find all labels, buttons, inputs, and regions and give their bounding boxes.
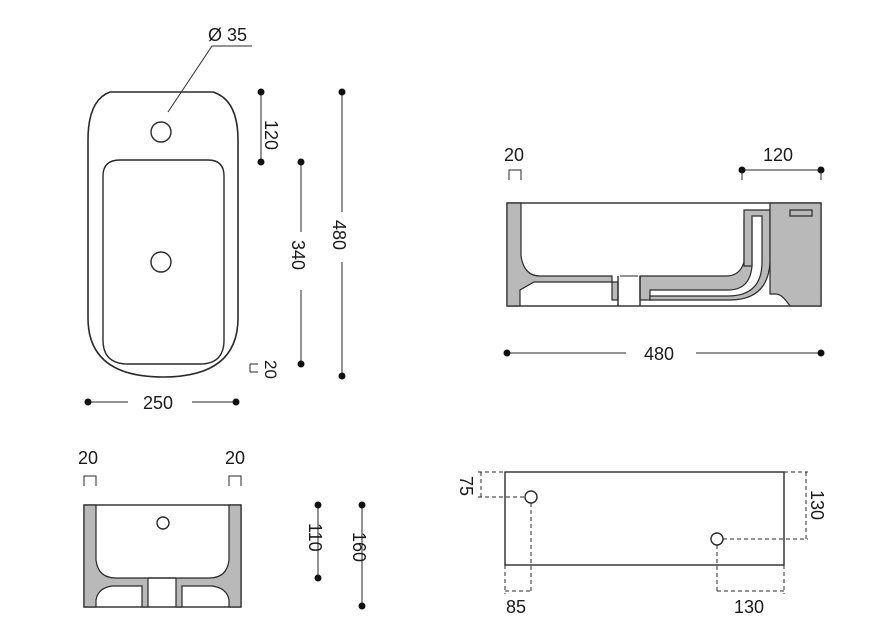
label-130-horizontal: 130 xyxy=(734,597,764,617)
rear-dash-85 xyxy=(504,503,532,594)
label-160: 160 xyxy=(349,532,369,562)
rear-dash-130-h xyxy=(716,545,785,594)
label-480-vertical: 480 xyxy=(329,220,349,250)
front-right-wall xyxy=(175,504,242,608)
front-tap-hole xyxy=(156,516,170,530)
tap-hole xyxy=(150,121,172,143)
basin-outline xyxy=(87,91,239,378)
rear-hole-left xyxy=(524,490,538,504)
dim-dot xyxy=(338,88,346,96)
label-diameter-35: Ø 35 xyxy=(208,25,247,45)
label-130-vertical: 130 xyxy=(807,490,827,520)
dim-dot xyxy=(503,349,511,357)
rear-dash-75 xyxy=(478,471,525,498)
label-250: 250 xyxy=(143,393,173,413)
side-wall-bracket xyxy=(508,169,522,180)
label-110: 110 xyxy=(305,523,325,552)
dim-dot xyxy=(817,349,825,357)
dim-dot xyxy=(232,398,240,406)
rear-view: 75 130 85 130 xyxy=(456,471,827,617)
dim-dot xyxy=(358,501,366,509)
side-floor xyxy=(639,219,753,301)
front-left-wall xyxy=(83,504,149,608)
label-120-top: 120 xyxy=(261,120,281,150)
side-right-block xyxy=(769,202,822,307)
top-view: Ø 35 120 340 20 480 250 xyxy=(84,25,349,413)
label-20-front-right: 20 xyxy=(225,448,245,468)
rim-bracket xyxy=(249,363,258,373)
dim-dot xyxy=(257,88,265,96)
leader-line-diameter xyxy=(167,45,252,113)
dim-dot xyxy=(297,158,305,166)
side-left-wall xyxy=(506,202,619,307)
front-section: 20 20 110 160 xyxy=(78,448,369,610)
dim-dot xyxy=(314,574,322,582)
label-20-side: 20 xyxy=(504,145,524,165)
dim-dot xyxy=(314,501,322,509)
dim-dot xyxy=(817,166,825,174)
side-drain xyxy=(617,276,641,306)
dim-dot xyxy=(738,166,746,174)
dim-dot xyxy=(257,158,265,166)
label-75: 75 xyxy=(456,476,476,496)
label-340: 340 xyxy=(288,240,308,270)
basin-bowl xyxy=(102,159,225,365)
front-outline xyxy=(83,504,242,608)
rear-dash-130-v xyxy=(723,471,808,540)
rear-hole-right xyxy=(710,532,724,546)
drain-hole xyxy=(150,251,172,273)
label-480-horizontal: 480 xyxy=(644,344,674,364)
dim-dot xyxy=(358,602,366,610)
dim-dot xyxy=(297,360,305,368)
side-section: 20 120 480 xyxy=(503,145,825,364)
rear-outline xyxy=(504,471,785,566)
dim-dot xyxy=(84,398,92,406)
label-85: 85 xyxy=(506,597,526,617)
label-20-rim: 20 xyxy=(261,360,280,379)
label-20-front-left: 20 xyxy=(78,448,98,468)
side-overflow-channel xyxy=(649,209,771,301)
label-120-side: 120 xyxy=(763,145,793,165)
front-left-bracket xyxy=(83,475,97,486)
dim-dot xyxy=(338,372,346,380)
front-right-bracket xyxy=(228,475,242,486)
